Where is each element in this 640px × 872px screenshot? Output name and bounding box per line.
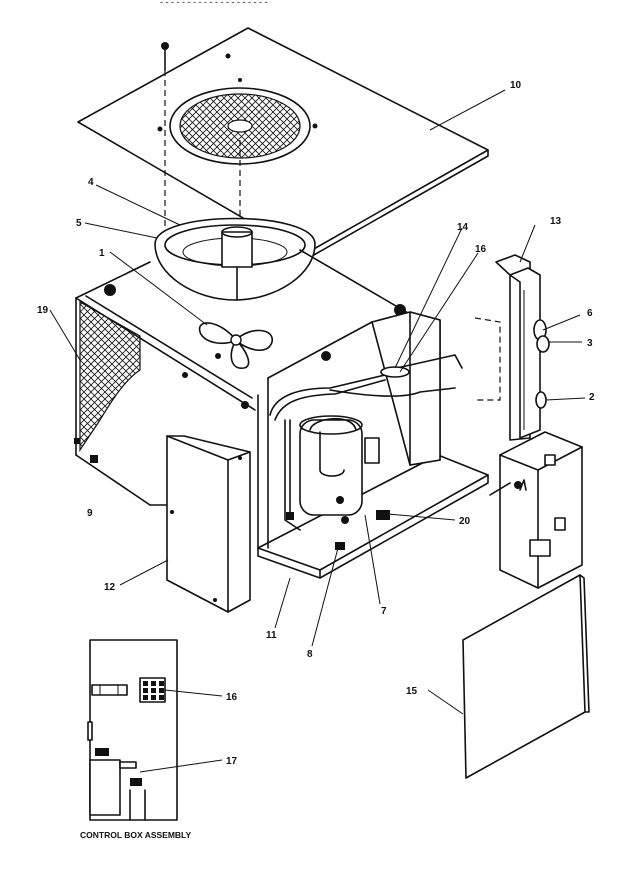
contactor xyxy=(139,677,166,703)
front-panel xyxy=(462,574,590,779)
callout-4: 4 xyxy=(88,177,94,188)
control-box-assembly-caption: CONTROL BOX ASSEMBLY xyxy=(80,830,191,840)
capacitor xyxy=(89,748,137,816)
cabinet-body xyxy=(74,249,421,506)
bracket-mount-dashline xyxy=(474,317,501,401)
callout-16a: 16 xyxy=(475,244,487,255)
control-box-assembly-inset xyxy=(87,639,178,821)
refrigerant-tubing xyxy=(269,351,463,531)
control-box xyxy=(489,431,583,589)
cover-screw xyxy=(161,42,169,71)
callout-11: 11 xyxy=(266,630,277,641)
callout-5: 5 xyxy=(76,218,82,229)
callout-9: 9 xyxy=(87,508,93,519)
access-panel xyxy=(166,435,251,613)
top-strip-text: - - - - - - - - - - - - - - - - - - - - xyxy=(160,0,267,7)
coil-guard-mesh xyxy=(79,300,141,452)
compressor xyxy=(286,415,390,550)
callout-8: 8 xyxy=(307,649,313,660)
callout-7: 7 xyxy=(381,606,387,617)
callout-10: 10 xyxy=(510,80,522,91)
callout-1: 1 xyxy=(99,248,105,259)
control-bracket xyxy=(495,254,550,441)
top-cover xyxy=(77,27,489,261)
callout-2: 2 xyxy=(589,392,595,403)
leader-lines xyxy=(49,89,586,773)
callout-6: 6 xyxy=(587,308,593,319)
fan-venturi xyxy=(154,217,316,301)
callout-labels: 10 4 5 1 19 14 16 13 6 3 2 9 20 12 7 11 … xyxy=(37,80,595,840)
callout-12: 12 xyxy=(104,582,116,593)
callout-3: 3 xyxy=(587,338,593,349)
callout-14: 14 xyxy=(457,222,469,233)
partition-panel xyxy=(257,311,441,549)
callout-19: 19 xyxy=(37,305,49,316)
fan-blade xyxy=(198,322,273,369)
callout-16b: 16 xyxy=(226,692,238,703)
callout-20: 20 xyxy=(459,516,471,527)
base-pan xyxy=(257,454,489,579)
callout-17: 17 xyxy=(226,756,238,767)
callout-15: 15 xyxy=(406,686,418,697)
callout-13: 13 xyxy=(550,216,562,227)
